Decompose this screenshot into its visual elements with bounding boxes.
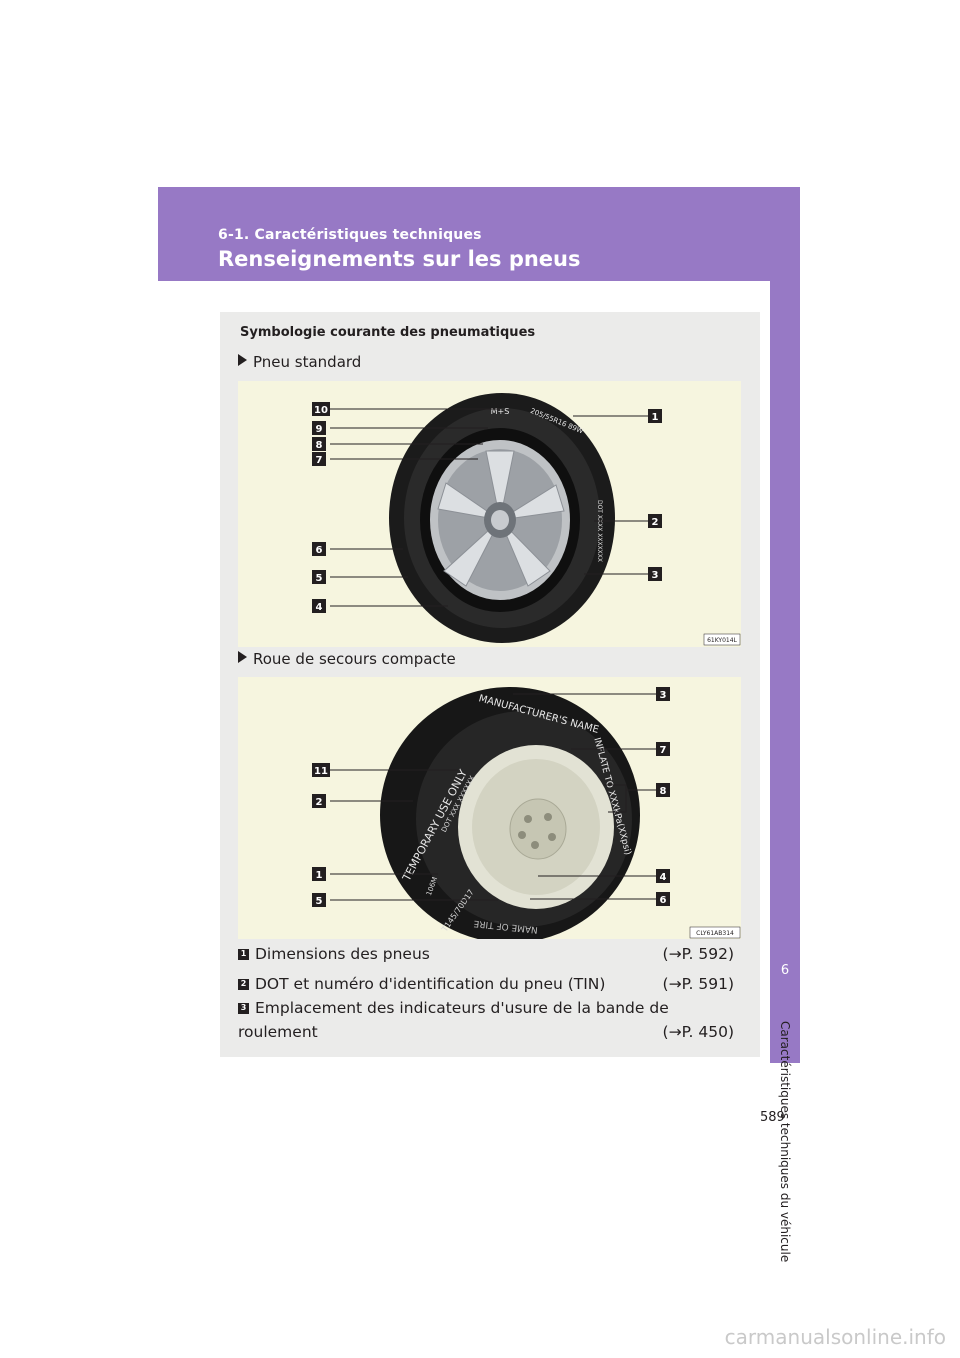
standard-tire-heading: Pneu standard	[238, 353, 361, 371]
svg-text:4: 4	[316, 602, 323, 613]
svg-text:1: 1	[316, 870, 323, 881]
svg-text:6: 6	[316, 545, 323, 556]
spare-tire-figure: MANUFACTURER'S NAME TEMPORARY USE ONLY D…	[238, 677, 741, 939]
callout-3: 3	[648, 567, 662, 581]
svg-text:2: 2	[316, 797, 323, 808]
figure-code: 61KY014L	[707, 637, 737, 644]
callout-marker-icon: 2	[238, 979, 249, 990]
callout-2: 2	[312, 794, 326, 808]
section-name: 6-1. Caractéristiques techniques	[218, 227, 482, 243]
page-reference[interactable]: (→P. 450)	[662, 1023, 734, 1041]
svg-text:8: 8	[316, 440, 323, 451]
callout-2: 2	[648, 514, 662, 528]
svg-text:1: 1	[652, 412, 659, 423]
svg-text:7: 7	[316, 455, 323, 466]
callout-marker-icon: 3	[238, 1003, 249, 1014]
page-reference[interactable]: (→P. 592)	[662, 945, 734, 963]
section-header: 6-1. Caractéristiques techniques Renseig…	[158, 187, 800, 281]
content-panel: Symbologie courante des pneumatiques Pne…	[220, 312, 760, 1057]
callout-5: 5	[312, 893, 326, 907]
callout-8: 8	[656, 783, 670, 797]
svg-text:DOT XXXX XXXXXXX: DOT XXXX XXXXXXX	[596, 500, 603, 562]
callout-1: 1	[648, 409, 662, 423]
arrow-icon	[238, 651, 247, 663]
callout-8: 8	[312, 437, 326, 451]
callout-4: 4	[312, 599, 326, 613]
page-title: Renseignements sur les pneus	[218, 247, 581, 271]
standard-tire-illustration: M+S 205/55R16 89W DOT XXXX XXXXXXX 10987…	[312, 393, 741, 646]
svg-text:M+S: M+S	[491, 407, 510, 416]
callout-3: 3	[656, 687, 670, 701]
watermark: carmanualsonline.info	[724, 1325, 946, 1349]
spare-tire-heading: Roue de secours compacte	[238, 650, 456, 668]
callout-7: 7	[656, 742, 670, 756]
callout-4: 4	[656, 869, 670, 883]
callout-5: 5	[312, 570, 326, 584]
svg-text:9: 9	[316, 424, 323, 435]
callout-10: 10	[312, 402, 330, 416]
svg-text:3: 3	[660, 690, 667, 701]
svg-text:10: 10	[314, 405, 328, 416]
panel-title: Symbologie courante des pneumatiques	[240, 325, 536, 340]
svg-text:5: 5	[316, 573, 323, 584]
svg-text:4: 4	[660, 872, 667, 883]
spare-tire-illustration: MANUFACTURER'S NAME TEMPORARY USE ONLY D…	[312, 687, 741, 939]
svg-text:11: 11	[314, 766, 328, 777]
page-reference[interactable]: (→P. 591)	[662, 975, 734, 993]
svg-text:5: 5	[316, 896, 323, 907]
svg-text:7: 7	[660, 745, 667, 756]
svg-text:6: 6	[660, 895, 667, 906]
callout-11: 11	[312, 763, 330, 777]
figure-code: CLY61AB314	[696, 930, 734, 937]
page-number: 589	[760, 1110, 785, 1125]
svg-text:3: 3	[652, 570, 659, 581]
callout-6: 6	[656, 892, 670, 906]
arrow-icon	[238, 354, 247, 366]
callout-7: 7	[312, 452, 326, 466]
callout-1: 1	[312, 867, 326, 881]
chapter-tab[interactable]: 6	[770, 281, 800, 1063]
callout-9: 9	[312, 421, 326, 435]
svg-text:2: 2	[652, 517, 659, 528]
svg-text:8: 8	[660, 786, 667, 797]
callout-marker-icon: 1	[238, 949, 249, 960]
callout-6: 6	[312, 542, 326, 556]
chapter-number: 6	[780, 963, 790, 978]
